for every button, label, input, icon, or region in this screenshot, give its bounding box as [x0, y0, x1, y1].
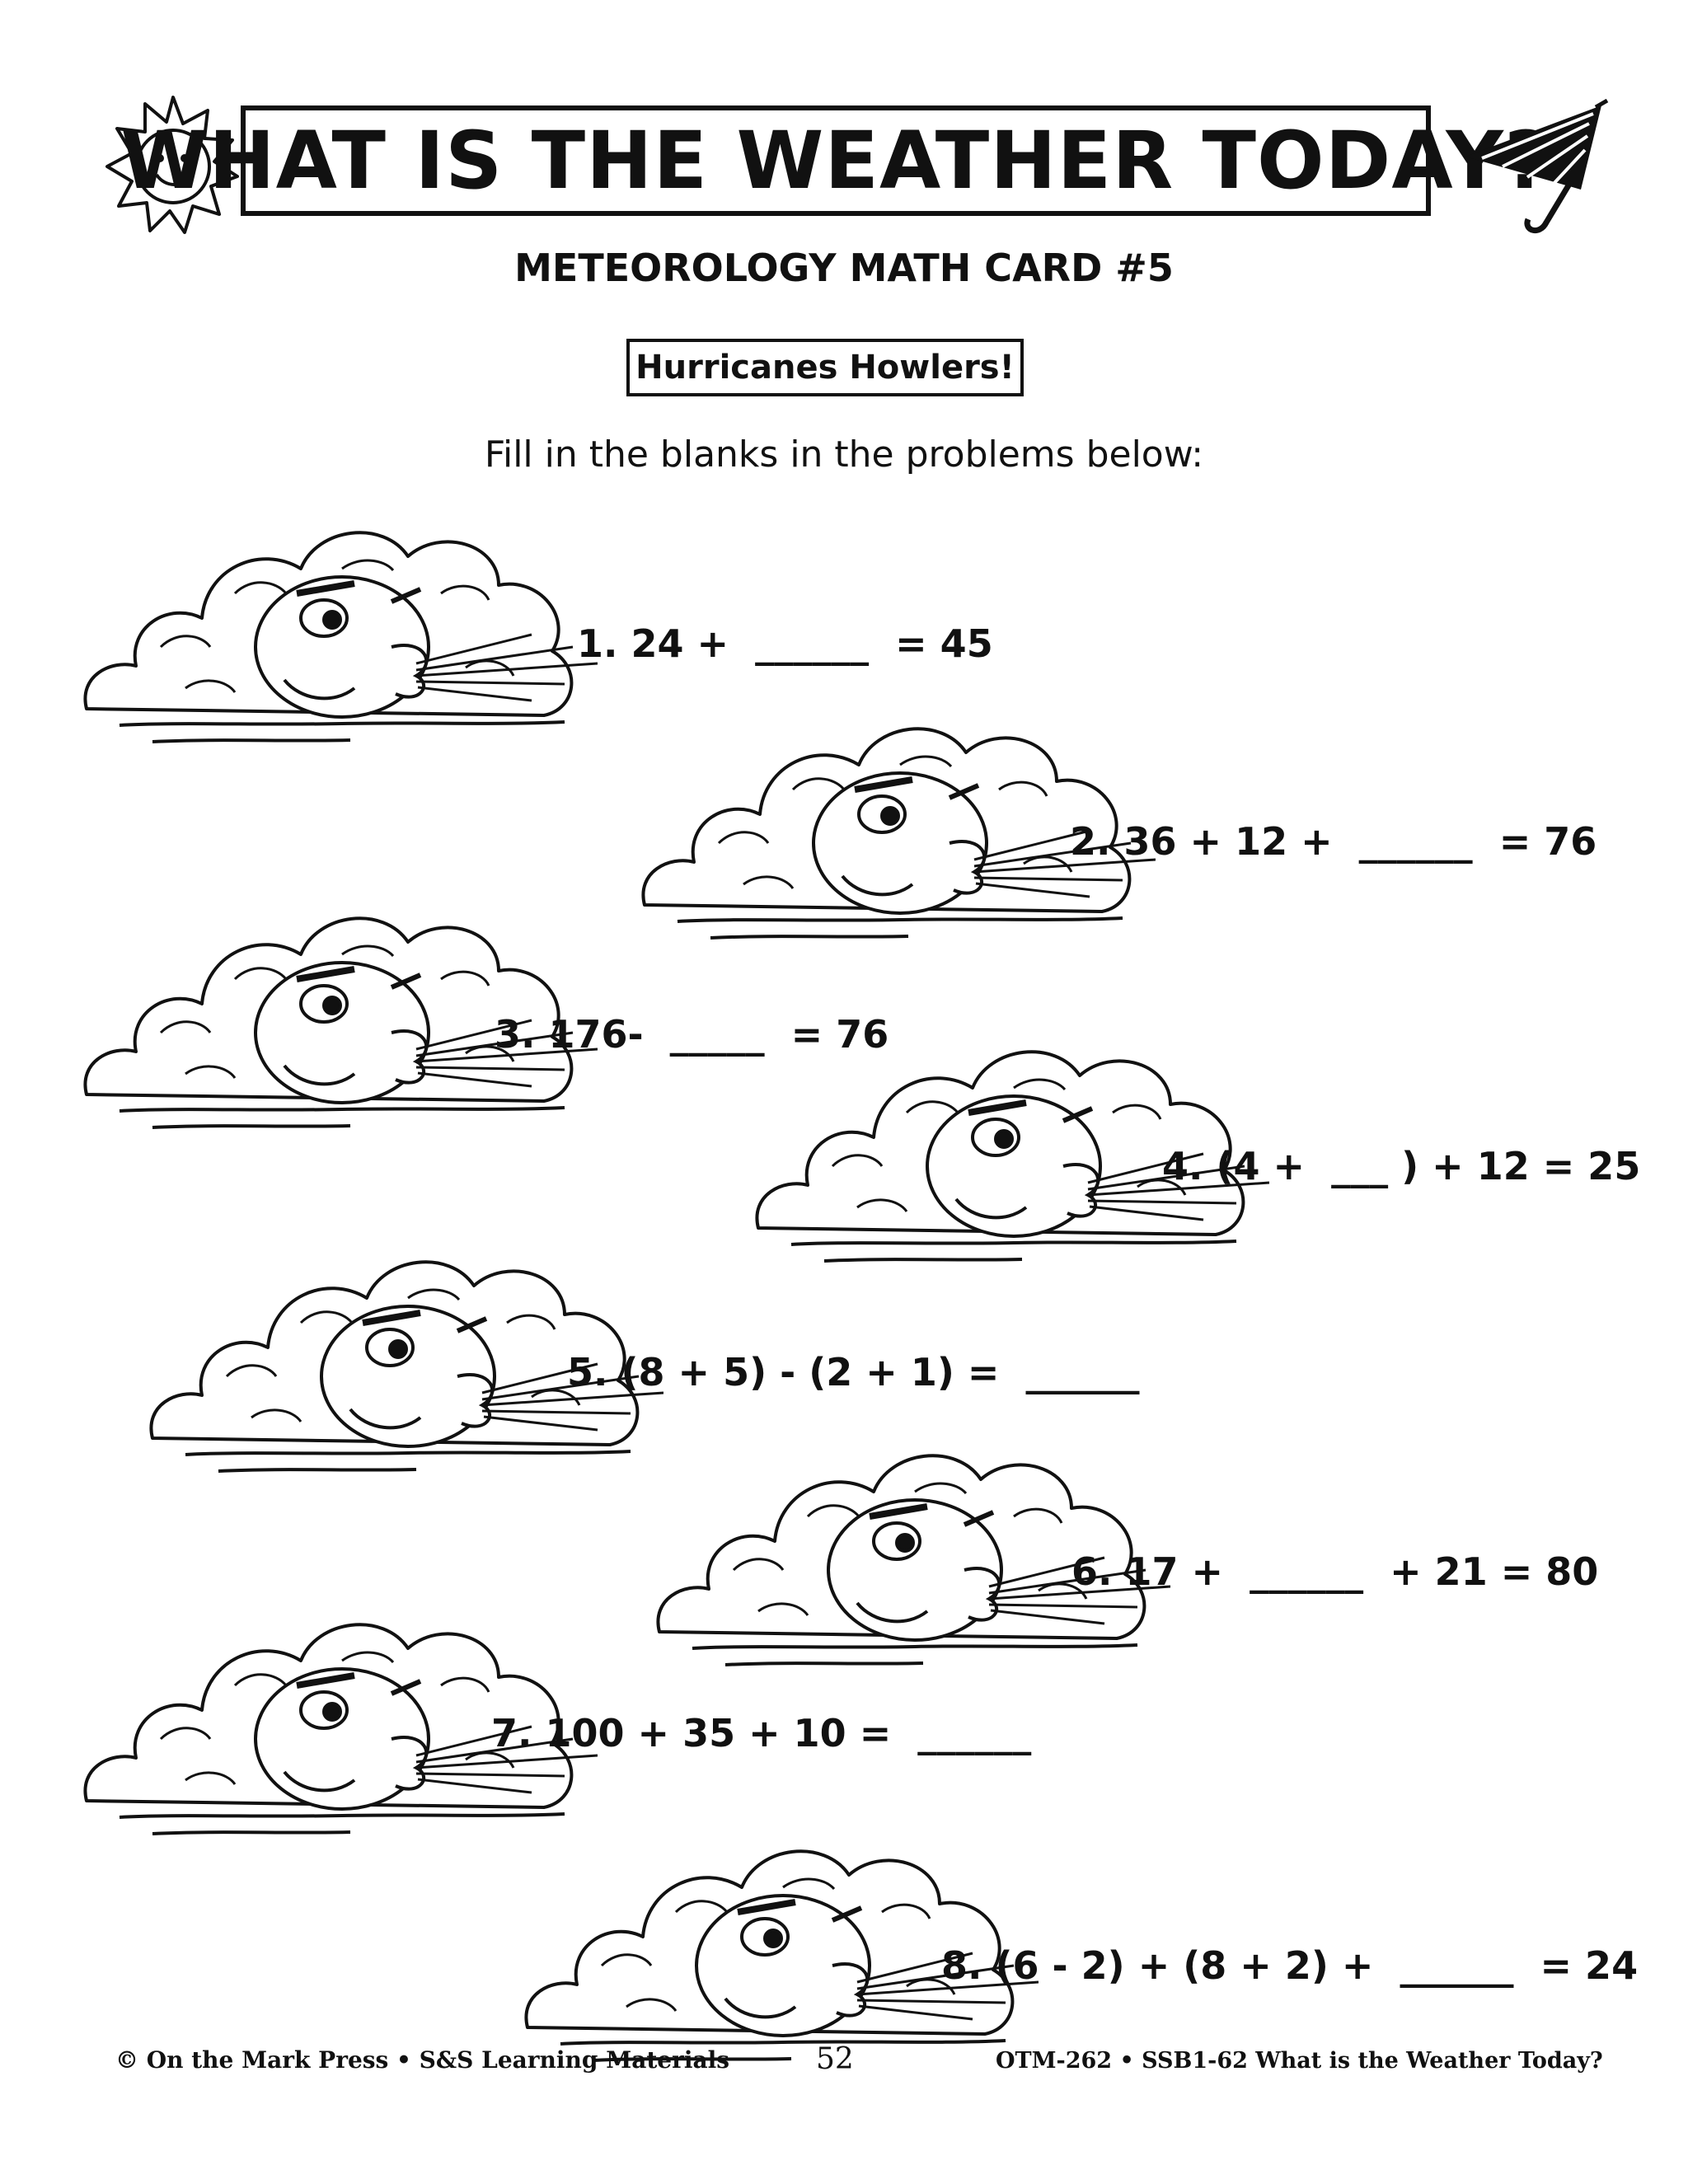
problem-1: 1. 24 + ______ = 45 — [577, 621, 993, 666]
problem-5: 5. (8 + 5) - (2 + 1) = ______ — [567, 1350, 1140, 1394]
title-box: WHAT IS THE WEATHER TODAY? — [120, 105, 1550, 216]
problem-8: 8. (6 - 2) + (8 + 2) + ______ = 24 — [941, 1943, 1639, 1988]
page-title: WHAT IS THE WEATHER TODAY? — [120, 115, 1551, 207]
wind-blowing-cloud-icon — [511, 1797, 1039, 2077]
section-heading: Hurricanes Howlers! — [626, 339, 1024, 396]
instructions: Fill in the blanks in the problems below… — [484, 434, 1204, 476]
footer-publisher: © On the Mark Press • S&S Learning Mater… — [115, 2046, 730, 2074]
umbrella-icon — [1465, 99, 1609, 233]
wind-blowing-cloud-icon — [70, 478, 598, 758]
sun-icon — [106, 96, 239, 234]
wind-blowing-cloud-icon — [70, 864, 598, 1144]
wind-blowing-cloud-icon — [643, 1401, 1170, 1681]
footer-book-id: OTM-262 • SSB1-62 What is the Weather To… — [996, 2048, 1603, 2074]
problem-6: 6. 17 + ______ + 21 = 80 — [1071, 1549, 1599, 1594]
card-subtitle: METEOROLOGY MATH CARD #5 — [514, 246, 1174, 290]
wind-blowing-cloud-icon — [628, 674, 1156, 954]
problem-3: 3. 176- _____ = 76 — [495, 1012, 889, 1057]
wind-blowing-cloud-icon — [136, 1207, 663, 1488]
page-number: 52 — [816, 2042, 854, 2076]
problem-4: 4. (4 + ___ ) + 12 = 25 — [1162, 1144, 1641, 1188]
problem-2: 2. 36 + 12 + ______ = 76 — [1070, 819, 1597, 864]
problem-7: 7. 100 + 35 + 10 = ______ — [491, 1711, 1032, 1755]
